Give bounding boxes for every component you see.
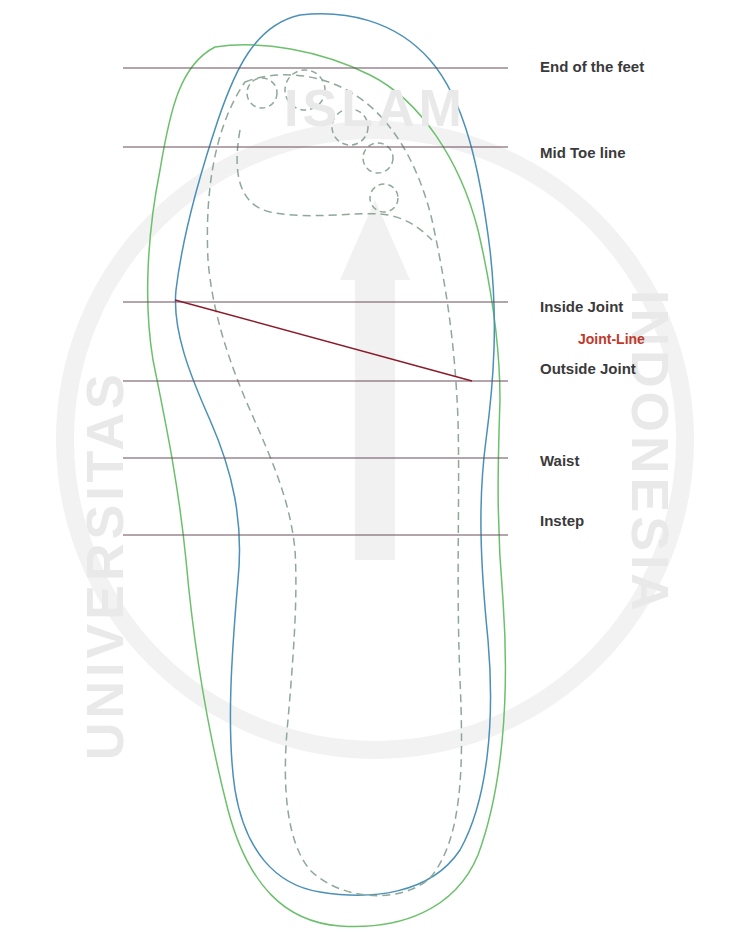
- line-label: Instep: [540, 512, 584, 529]
- toe: [370, 184, 398, 212]
- joint-line-label: Joint-Line: [578, 331, 645, 347]
- last-outline: [175, 14, 494, 895]
- measure-lines: [123, 68, 508, 535]
- line-label: Inside Joint: [540, 298, 623, 315]
- line-label: Outside Joint: [540, 360, 636, 377]
- line-label: Waist: [540, 452, 579, 469]
- toe: [247, 78, 277, 108]
- joint-line: [175, 300, 472, 381]
- foot-print: [207, 75, 461, 896]
- line-label: Mid Toe line: [540, 144, 626, 161]
- watermark: UNIVERSITAS: [75, 370, 135, 760]
- outer-outline: [148, 45, 506, 927]
- watermark: ISLAM: [284, 78, 466, 138]
- watermark-emblem: [340, 200, 410, 560]
- watermark-ring: [65, 130, 685, 750]
- line-label: End of the feet: [540, 58, 644, 75]
